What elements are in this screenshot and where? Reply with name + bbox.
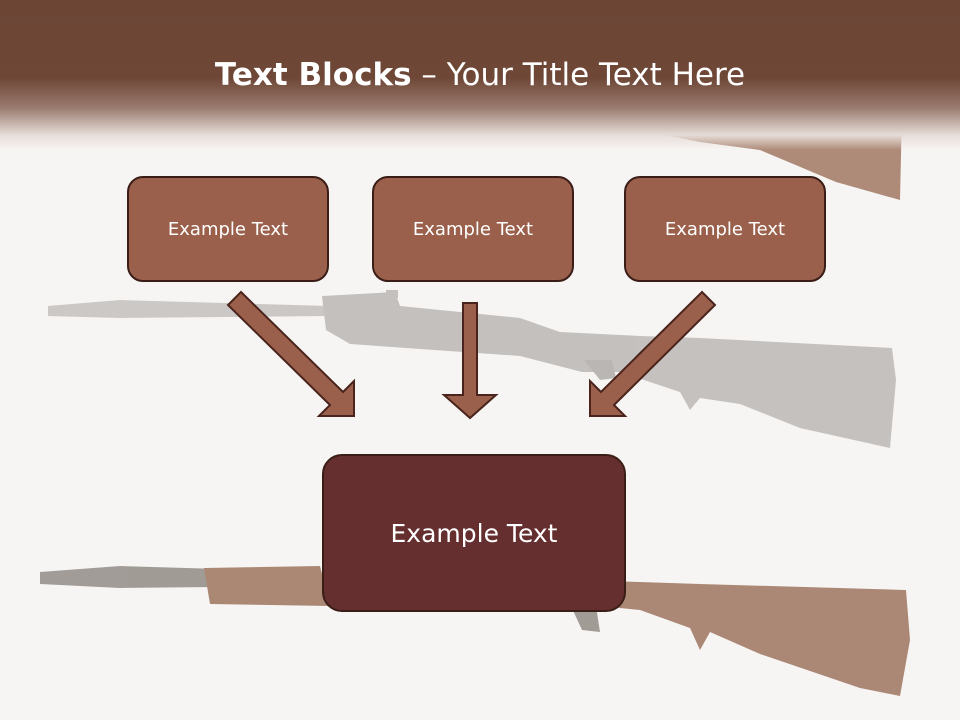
title-band xyxy=(0,0,960,150)
text-block-center[interactable]: Example Text xyxy=(372,176,574,282)
bottom-rifle xyxy=(40,566,910,696)
title-dash: – xyxy=(411,57,447,93)
arrow-center xyxy=(441,302,499,420)
text-block-right-label: Example Text xyxy=(664,218,786,240)
text-block-main-label: Example Text xyxy=(390,518,558,548)
title-rest-text: Your Title Text Here xyxy=(446,57,746,93)
arrow-right xyxy=(589,290,717,417)
title-bold-text: Text Blocks xyxy=(214,57,412,93)
text-block-right[interactable]: Example Text xyxy=(624,176,826,282)
text-block-main[interactable]: Example Text xyxy=(322,454,626,612)
text-block-left-label: Example Text xyxy=(167,218,289,240)
slide-title[interactable]: Text Blocks – Your Title Text Here xyxy=(0,52,960,98)
text-block-center-label: Example Text xyxy=(412,218,534,240)
text-block-left[interactable]: Example Text xyxy=(127,176,329,282)
arrow-left xyxy=(226,290,355,417)
